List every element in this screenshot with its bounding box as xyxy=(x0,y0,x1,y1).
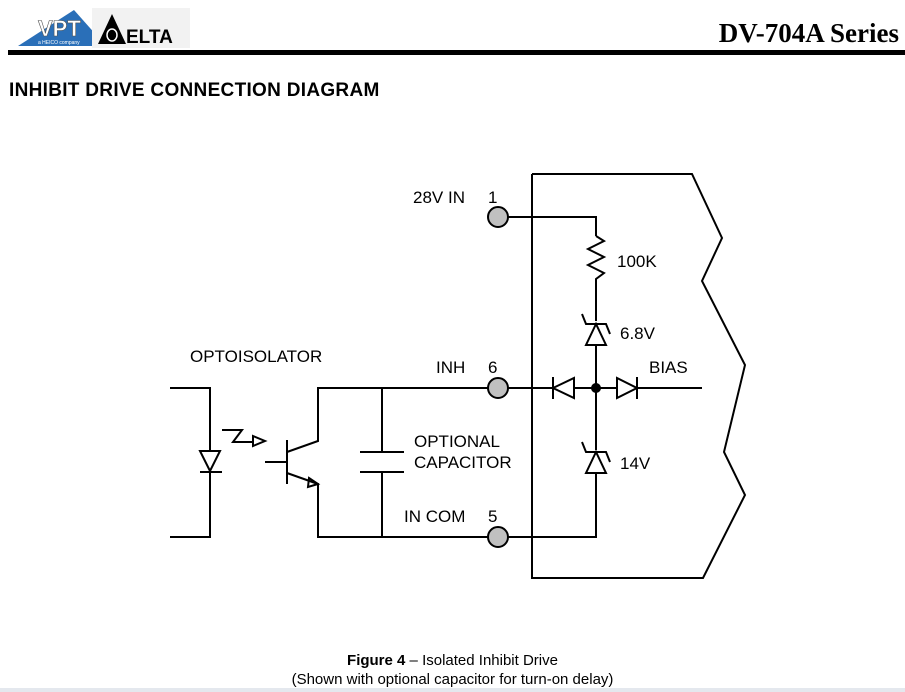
light-arrow xyxy=(222,429,268,448)
figure-caption: Figure 4 – Isolated Inhibit Drive xyxy=(0,652,905,669)
resistor-100k xyxy=(585,235,607,321)
logos: VPT a HEICO company ELTA xyxy=(18,8,190,48)
diode-inh xyxy=(550,376,575,400)
section-title: INHIBIT DRIVE CONNECTION DIAGRAM xyxy=(9,80,380,101)
label-optional: OPTIONAL xyxy=(414,432,500,451)
label-inh: INH xyxy=(436,358,465,377)
optional-capacitor xyxy=(360,388,404,537)
svg-text:ELTA: ELTA xyxy=(126,27,173,48)
label-in-com: IN COM xyxy=(404,507,465,526)
pin-1 xyxy=(487,206,509,228)
label-pin6: 6 xyxy=(488,358,497,377)
diode-bias xyxy=(616,376,640,400)
series-title: DV-704A Series xyxy=(718,18,899,48)
pin-6 xyxy=(487,377,509,399)
label-28v-in: 28V IN xyxy=(413,188,465,207)
figure-title: – Isolated Inhibit Drive xyxy=(405,652,558,669)
label-14v: 14V xyxy=(620,454,651,473)
label-pin5: 5 xyxy=(488,507,497,526)
label-6-8v: 6.8V xyxy=(620,324,656,343)
pin-5 xyxy=(487,526,509,548)
junction-dot xyxy=(591,383,601,393)
header-rule xyxy=(8,50,905,55)
label-pin1: 1 xyxy=(488,188,497,207)
svg-text:VPT: VPT xyxy=(38,16,81,41)
figure-subtitle: (Shown with optional capacitor for turn-… xyxy=(291,671,614,688)
led xyxy=(198,450,222,474)
label-100k: 100K xyxy=(617,252,657,271)
module-outline xyxy=(531,173,747,579)
delta-logo: ELTA xyxy=(92,8,190,48)
figure-label: Figure 4 xyxy=(347,652,406,669)
wire-28v xyxy=(508,216,597,236)
vpt-logo: VPT a HEICO company xyxy=(18,10,106,46)
label-bias: BIAS xyxy=(649,358,688,377)
label-capacitor: CAPACITOR xyxy=(414,453,512,472)
svg-text:a HEICO company: a HEICO company xyxy=(38,40,80,46)
page-edge xyxy=(0,688,905,692)
label-optoisolator: OPTOISOLATOR xyxy=(190,347,322,366)
